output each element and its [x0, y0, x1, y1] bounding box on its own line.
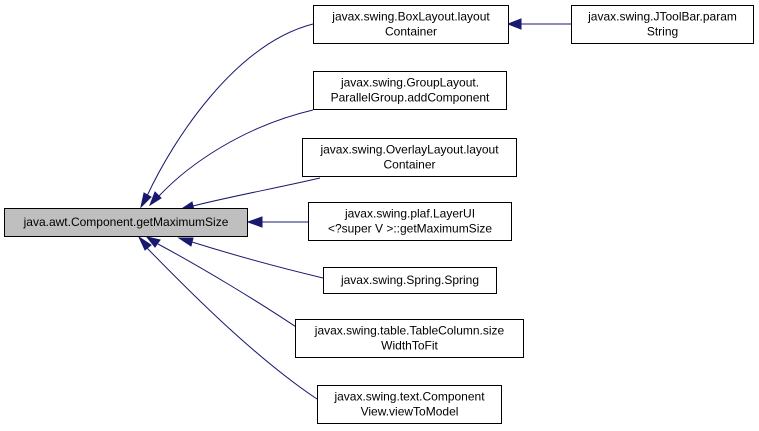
edge-arrowhead	[145, 236, 161, 248]
edge-spring-to-root	[177, 237, 324, 279]
edge-arrowhead	[506, 18, 522, 30]
node-label-line: javax.swing.BoxLayout.layout	[331, 10, 490, 24]
node-label-line: javax.swing.GroupLayout.	[340, 76, 479, 90]
node-componentview-viewtomodel[interactable]: javax.swing.text.ComponentView.viewToMod…	[317, 385, 502, 424]
edge-line	[192, 177, 321, 207]
node-spring-spring[interactable]: javax.swing.Spring.Spring	[323, 267, 497, 294]
node-box[interactable]	[308, 202, 512, 241]
node-label-line: javax.swing.plaf.LayerUI	[344, 207, 475, 221]
edge-line	[158, 109, 314, 197]
node-label-line: <?super V >::getMaximumSize	[328, 222, 492, 236]
node-box[interactable]	[4, 208, 248, 237]
node-label-line: javax.swing.OverlayLayout.layout	[319, 143, 499, 157]
edge-arrowhead	[137, 235, 152, 251]
node-label-line: Container	[385, 25, 437, 39]
node-label-line: Container	[383, 158, 435, 172]
edge-tablecol-to-root	[145, 236, 306, 334]
edge-compview-to-root	[137, 235, 318, 400]
node-layerui-getmaximumsize[interactable]: javax.swing.plaf.LayerUI<?super V >::get…	[308, 202, 512, 241]
node-label-line: java.awt.Component.getMaximumSize	[23, 215, 229, 229]
node-component-getmaximumsize[interactable]: java.awt.Component.getMaximumSize	[4, 208, 248, 237]
node-box[interactable]	[295, 319, 524, 358]
edge-arrowhead	[148, 191, 162, 207]
edge-overlay-to-root	[178, 177, 321, 211]
node-overlaylayout-layoutcontainer[interactable]: javax.swing.OverlayLayout.layoutContaine…	[302, 138, 517, 177]
edge-arrowhead	[140, 192, 152, 209]
edge-line	[191, 241, 324, 279]
nodes-layer: java.awt.Component.getMaximumSize javax.s…	[4, 5, 754, 424]
edge-box-to-root	[140, 23, 314, 209]
node-label-line: String	[647, 25, 678, 39]
node-label-line: javax.swing.Spring.Spring	[340, 273, 479, 287]
node-label-line: View.viewToModel	[361, 405, 459, 419]
node-grouplayout-addcomponent[interactable]: javax.swing.GroupLayout.ParallelGroup.ad…	[313, 71, 507, 110]
node-label-line: ParallelGroup.addComponent	[331, 91, 490, 105]
node-box[interactable]	[323, 267, 497, 294]
node-box[interactable]	[317, 385, 502, 424]
edge-line	[157, 243, 306, 334]
edge-line	[146, 23, 314, 197]
node-label-line: javax.swing.JToolBar.param	[587, 10, 737, 24]
edge-arrowhead	[246, 216, 263, 228]
edge-line	[146, 247, 318, 400]
node-label-line: javax.swing.text.Component	[333, 390, 485, 404]
node-box[interactable]	[302, 138, 517, 177]
edge-layerui-to-root	[246, 216, 308, 228]
node-box[interactable]	[313, 5, 509, 44]
node-box[interactable]	[313, 71, 507, 110]
node-box[interactable]	[571, 5, 754, 44]
edge-arrowhead	[177, 237, 194, 247]
edge-toolbar-to-box	[506, 18, 571, 30]
edge-group-to-root	[148, 109, 314, 207]
node-tablecolumn-sizewidthtofit[interactable]: javax.swing.table.TableColumn.sizeWidthT…	[295, 319, 524, 358]
node-label-line: WidthToFit	[381, 339, 438, 353]
node-label-line: javax.swing.table.TableColumn.size	[314, 324, 505, 338]
